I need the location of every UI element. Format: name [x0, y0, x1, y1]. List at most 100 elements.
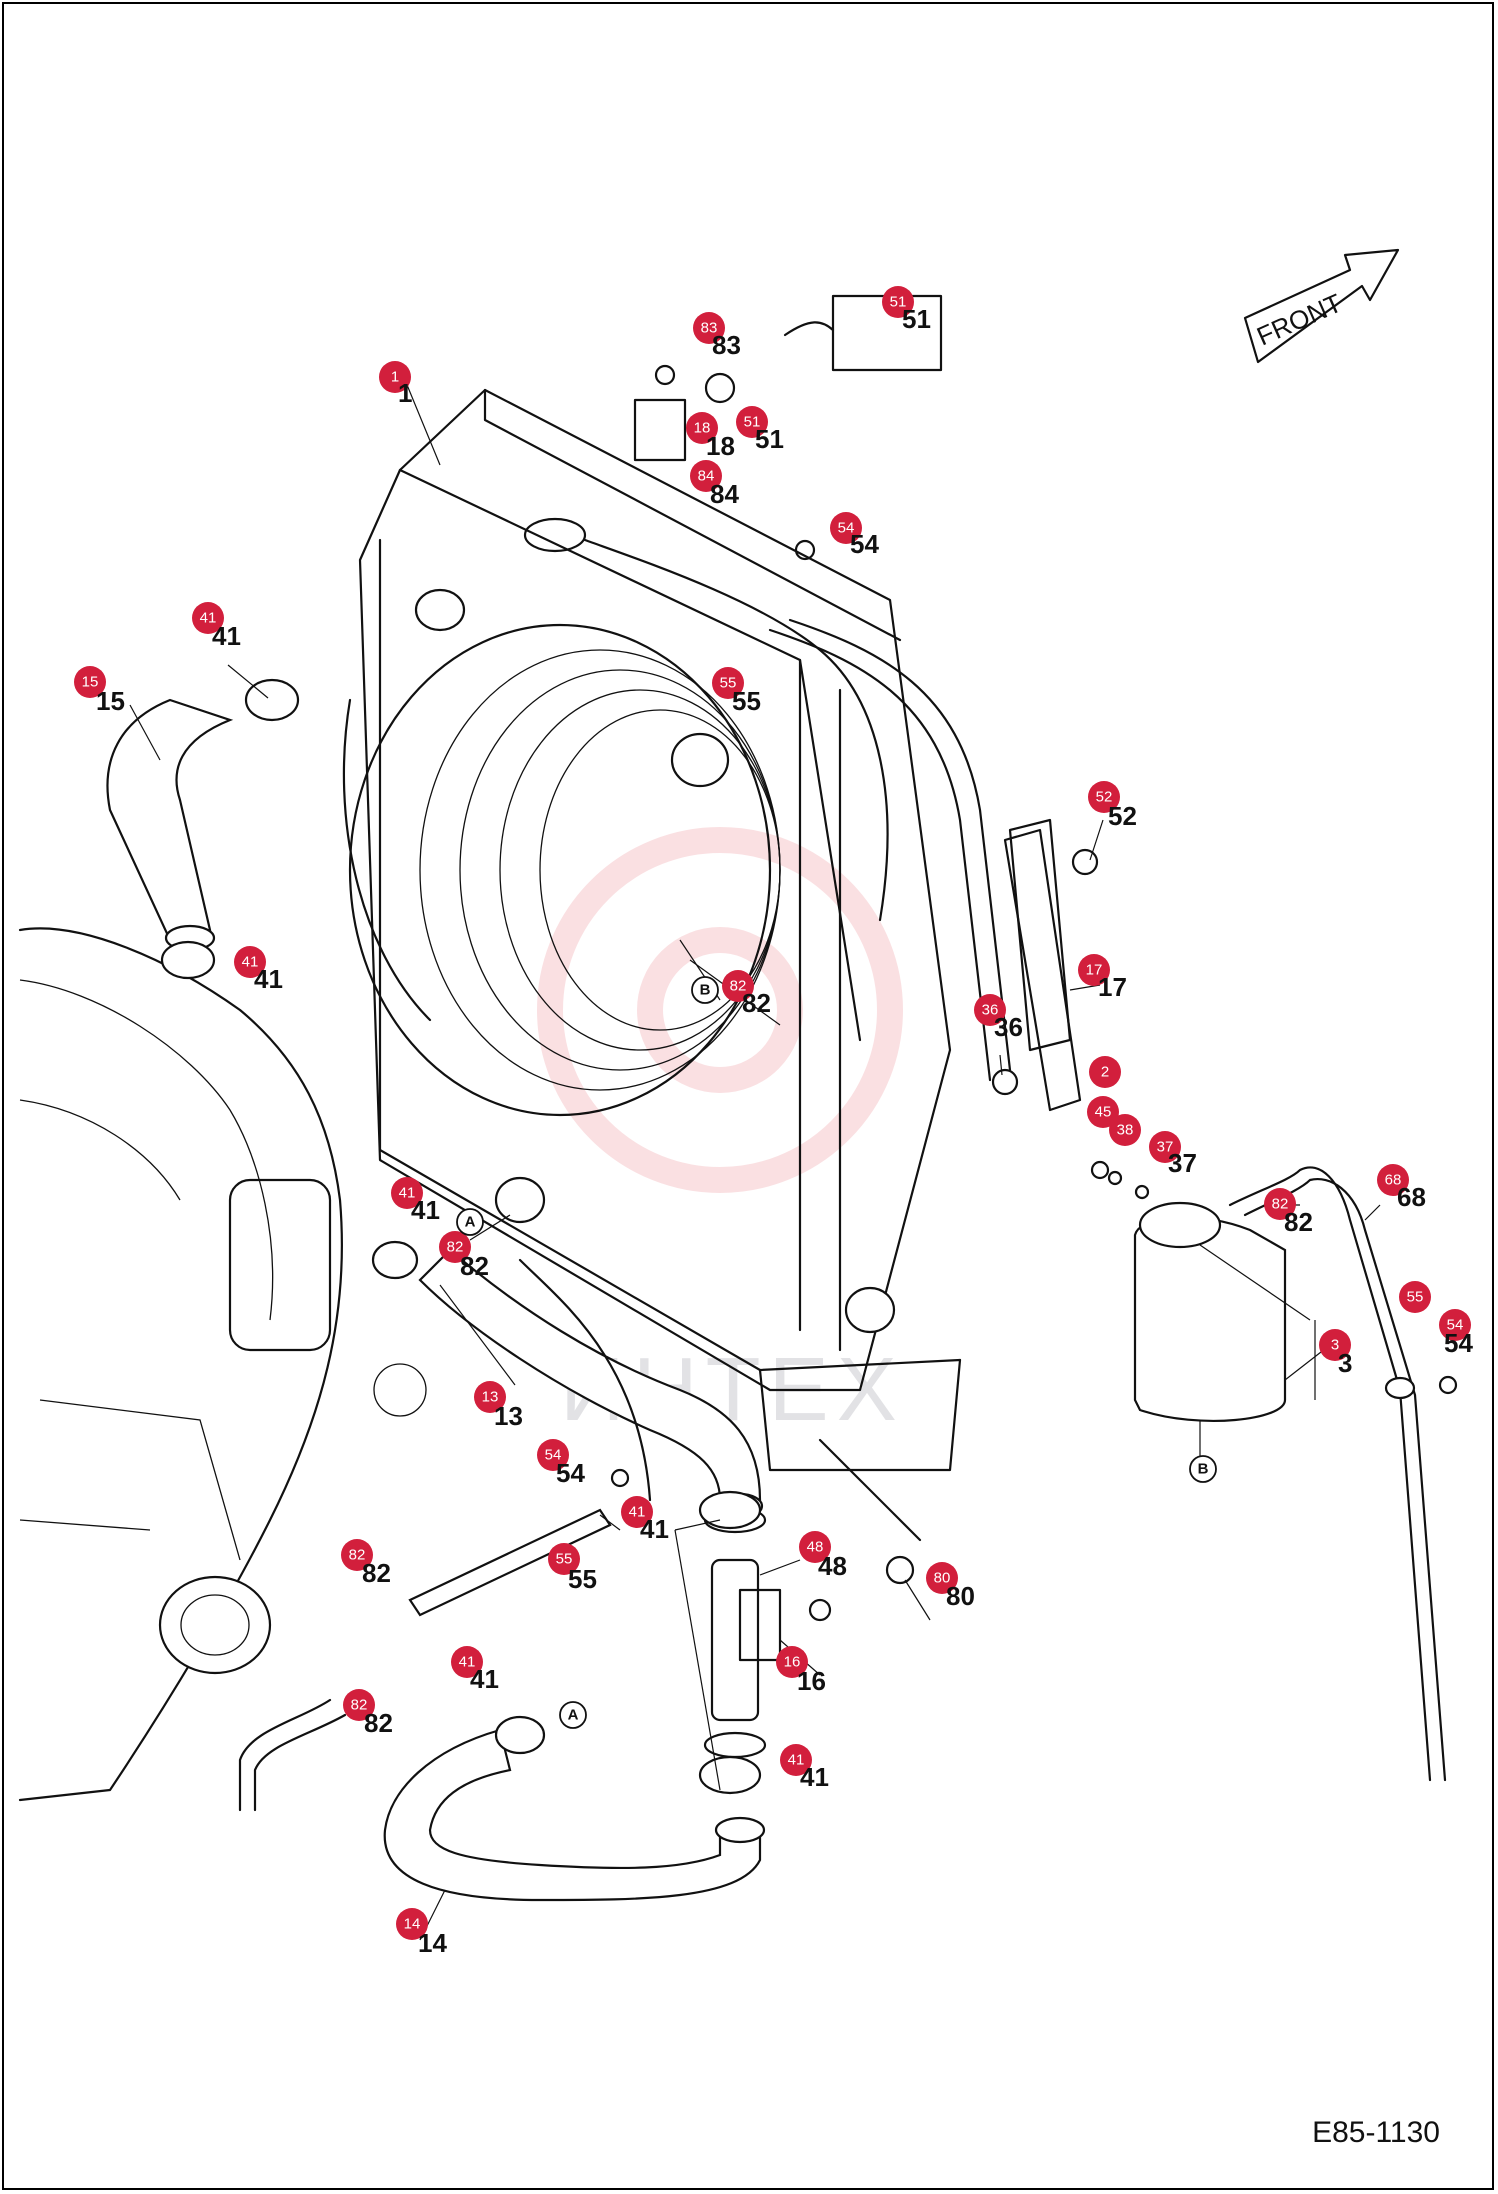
callout-16[interactable]: 16 16	[776, 1646, 826, 1696]
callout-37[interactable]: 37 37	[1149, 1131, 1197, 1178]
svg-text:13: 13	[494, 1401, 523, 1431]
callout-41e[interactable]: 41 41	[451, 1646, 499, 1694]
svg-text:82: 82	[460, 1251, 489, 1281]
svg-text:37: 37	[1168, 1148, 1197, 1178]
engine	[18, 927, 427, 1802]
hose-14	[383, 1728, 766, 1902]
callout-68[interactable]: 68 68	[1377, 1164, 1426, 1212]
svg-text:13: 13	[482, 1389, 499, 1406]
svg-text:82: 82	[364, 1708, 393, 1738]
callout-51b[interactable]: 51 51	[736, 406, 784, 454]
radiator-assembly	[342, 388, 1082, 1542]
callout-80[interactable]: 80 80	[926, 1562, 975, 1611]
svg-text:41: 41	[629, 1504, 646, 1521]
callout-38[interactable]: 38	[1109, 1114, 1141, 1146]
svg-text:B: B	[700, 982, 711, 999]
svg-text:1: 1	[398, 378, 412, 408]
svg-text:82: 82	[742, 988, 771, 1018]
svg-text:51: 51	[890, 294, 907, 311]
callout-55c[interactable]: 55 55	[548, 1543, 597, 1594]
callout-83[interactable]: 83 83	[693, 312, 741, 360]
callout-3[interactable]: 3 3	[1319, 1329, 1352, 1378]
svg-text:16: 16	[797, 1666, 826, 1696]
callout-41f[interactable]: 41 41	[780, 1744, 829, 1792]
callout-51a[interactable]: 51 51	[882, 286, 931, 334]
detail-arrow	[783, 321, 835, 337]
callout-41a[interactable]: 41 41	[192, 602, 241, 651]
svg-text:48: 48	[818, 1551, 847, 1581]
ref-A-lower: A	[559, 1701, 587, 1729]
callout-55b[interactable]: 55	[1399, 1281, 1431, 1313]
reference-markers: A A B B	[456, 976, 1217, 1729]
badge-2[interactable]: 2	[1089, 1056, 1121, 1088]
svg-text:84: 84	[698, 468, 715, 485]
callout-52[interactable]: 52 52	[1088, 781, 1137, 831]
svg-text:18: 18	[694, 420, 711, 437]
front-label: FRONT	[1252, 288, 1346, 352]
fasteners	[160, 364, 1458, 1795]
svg-text:45: 45	[1095, 1104, 1112, 1121]
svg-text:54: 54	[1444, 1328, 1473, 1358]
svg-text:68: 68	[1397, 1182, 1426, 1212]
svg-text:38: 38	[1117, 1122, 1134, 1139]
callout-41d[interactable]: 41 41	[621, 1496, 669, 1544]
svg-text:41: 41	[800, 1762, 829, 1792]
svg-text:83: 83	[701, 320, 718, 337]
svg-text:82: 82	[447, 1239, 464, 1256]
callout-17[interactable]: 17 17	[1078, 954, 1127, 1002]
ref-B-upper: B	[691, 976, 719, 1004]
callout-54b[interactable]: 54 54	[1439, 1309, 1473, 1358]
svg-text:41: 41	[640, 1514, 669, 1544]
svg-text:18: 18	[706, 431, 735, 461]
callout-14[interactable]: 14 14	[396, 1908, 447, 1958]
callout-41c[interactable]: 41 41	[391, 1177, 440, 1225]
svg-text:52: 52	[1096, 789, 1113, 806]
callout-13[interactable]: 13 13	[474, 1381, 523, 1431]
svg-text:14: 14	[418, 1928, 447, 1958]
svg-text:41: 41	[411, 1195, 440, 1225]
diagram-code: E85-1130	[1312, 2116, 1440, 2149]
callout-82e[interactable]: 82 82	[343, 1689, 393, 1738]
ref-A-upper: A	[456, 1208, 484, 1236]
ref-B-lower: B	[1189, 1455, 1217, 1483]
svg-text:83: 83	[712, 330, 741, 360]
svg-text:41: 41	[200, 610, 217, 627]
callout-41b[interactable]: 41 41	[234, 946, 283, 994]
callout-82d[interactable]: 82 82	[341, 1539, 391, 1588]
svg-text:41: 41	[212, 621, 241, 651]
svg-text:17: 17	[1086, 962, 1103, 979]
svg-text:37: 37	[1157, 1139, 1174, 1156]
svg-text:16: 16	[784, 1654, 801, 1671]
svg-text:41: 41	[399, 1185, 416, 1202]
callout-15[interactable]: 15 15	[74, 666, 125, 716]
svg-text:48: 48	[807, 1539, 824, 1556]
front-arrow: FRONT	[1243, 248, 1400, 364]
svg-text:36: 36	[994, 1012, 1023, 1042]
svg-text:41: 41	[788, 1752, 805, 1769]
callout-1[interactable]: 1 1	[379, 361, 412, 408]
callout-82b[interactable]: 82 82	[439, 1231, 489, 1281]
callout-18[interactable]: 18 18	[686, 412, 735, 461]
svg-text:54: 54	[545, 1447, 562, 1464]
callout-36[interactable]: 36 36	[974, 994, 1023, 1042]
svg-text:68: 68	[1385, 1172, 1402, 1189]
callout-84[interactable]: 84 84	[690, 460, 739, 509]
svg-text:55: 55	[556, 1551, 573, 1568]
callout-54a[interactable]: 54 54	[830, 512, 879, 559]
callout-45[interactable]: 45	[1087, 1096, 1119, 1128]
callouts: 1 1 3 3 13 13 14 14 15 15 16 16	[74, 286, 1473, 1958]
svg-text:1: 1	[391, 369, 399, 386]
callout-82c[interactable]: 82 82	[1264, 1188, 1313, 1237]
svg-text:55: 55	[720, 675, 737, 692]
pipe-16	[703, 1506, 782, 1759]
callout-82a[interactable]: 82 82	[722, 970, 771, 1018]
callout-54c[interactable]: 54 54	[537, 1439, 585, 1488]
hose-15	[106, 678, 300, 952]
svg-text:36: 36	[982, 1002, 999, 1019]
svg-text:B: B	[1198, 1461, 1209, 1478]
callout-55a[interactable]: 55 55	[712, 667, 761, 716]
svg-text:84: 84	[710, 479, 739, 509]
svg-text:2: 2	[1101, 1064, 1109, 1081]
callout-48[interactable]: 48 48	[799, 1531, 847, 1581]
